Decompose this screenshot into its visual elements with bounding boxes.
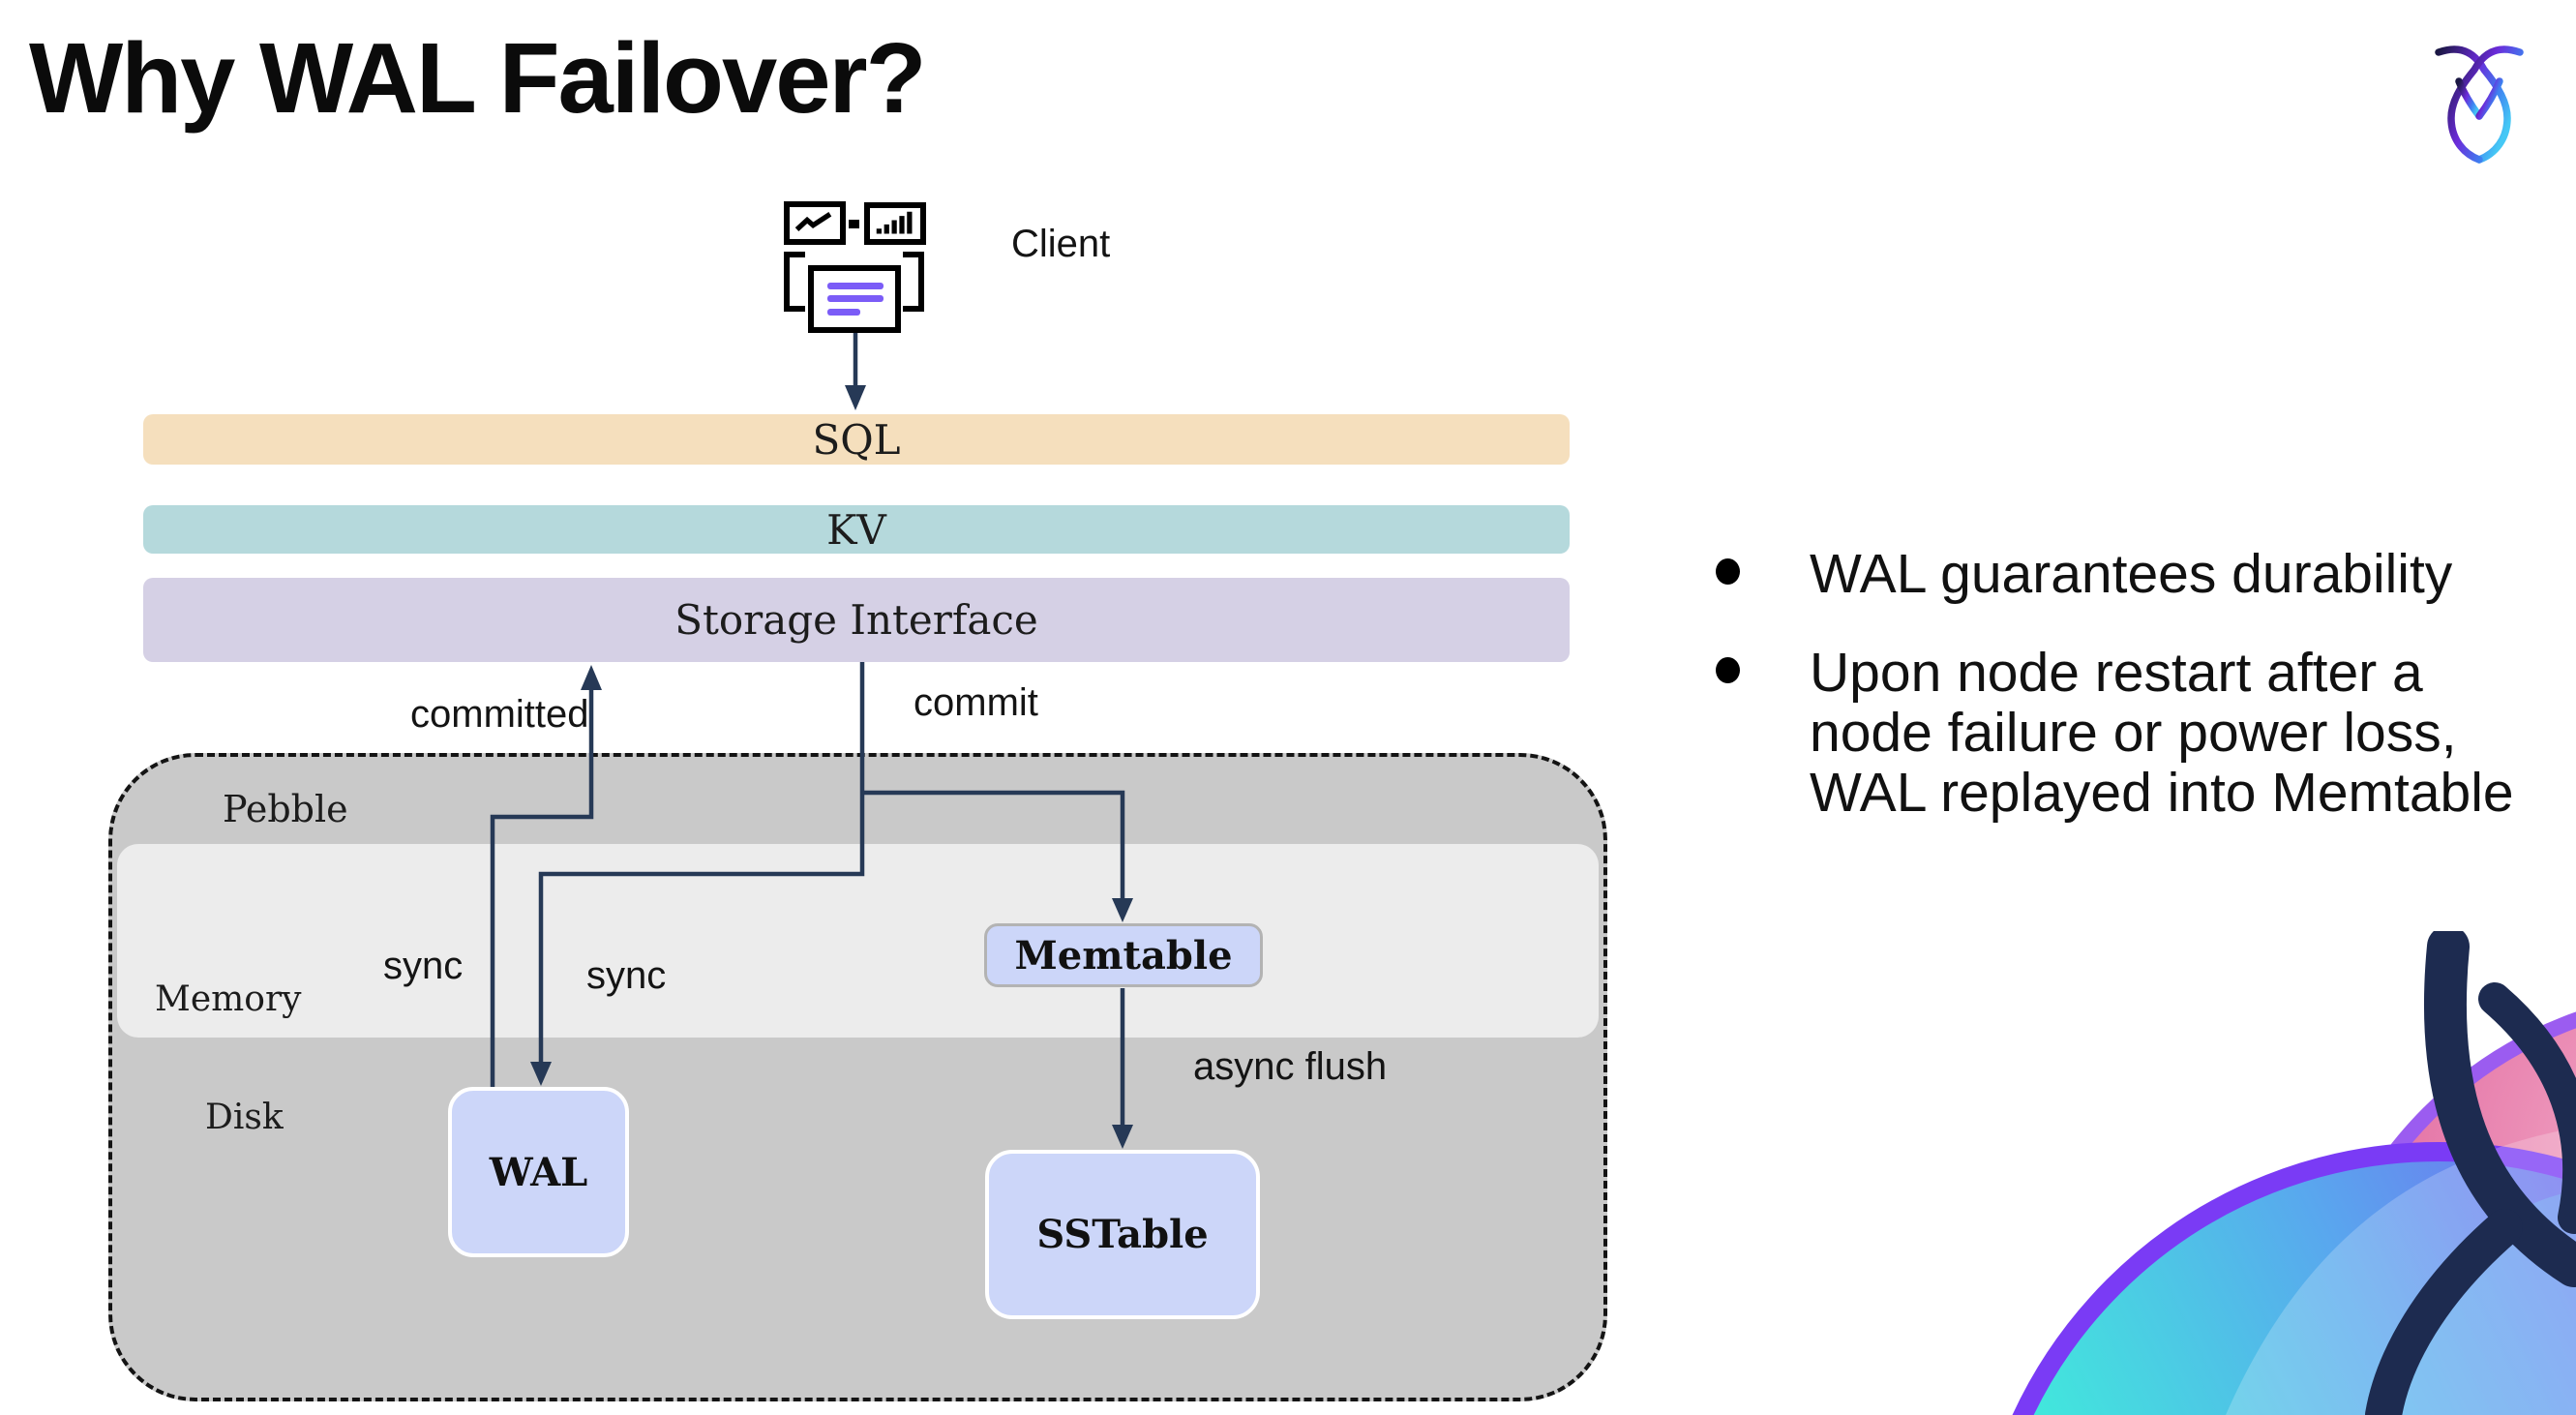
page-title: Why WAL Failover?: [29, 22, 927, 134]
memory-region: [117, 844, 1599, 1038]
commit-edge-label: commit: [914, 681, 1038, 724]
bullet-line: node failure or power loss,: [1810, 702, 2457, 764]
storage-interface-bar: Storage Interface: [143, 578, 1570, 662]
wal-label: WAL: [489, 1149, 588, 1195]
memory-label: Memory: [155, 979, 302, 1019]
disk-label: Disk: [205, 1098, 284, 1137]
storage-interface-label: Storage Interface: [674, 596, 1038, 644]
arrowhead-sql: [845, 385, 866, 410]
sstable-label: SSTable: [1036, 1212, 1209, 1257]
pebble-label: Pebble: [223, 788, 348, 830]
kv-layer-bar: KV: [143, 505, 1570, 554]
bullet-text: WAL guarantees durability: [1810, 543, 2453, 605]
async-flush-edge-label: async flush: [1193, 1045, 1388, 1088]
bullet-line: WAL replayed into Memtable: [1810, 762, 2514, 824]
document-line: [827, 309, 860, 316]
kv-layer-label: KV: [826, 505, 886, 554]
memtable-label: Memtable: [1014, 932, 1233, 978]
document-line: [827, 295, 884, 302]
bar-chart-icon: [864, 202, 926, 245]
memtable-box: Memtable: [984, 923, 1263, 987]
committed-edge-label: committed: [410, 693, 589, 736]
icon-connector-dash: [849, 220, 859, 228]
bullet-text: Upon node restart after a node failure o…: [1810, 643, 2514, 823]
cockroachdb-logo-icon: [2435, 45, 2524, 164]
document-line: [827, 283, 884, 289]
document-icon: [808, 265, 901, 333]
sync-left-edge-label: sync: [383, 945, 464, 987]
sql-layer-bar: SQL: [143, 414, 1570, 465]
arrowhead-committed: [581, 665, 602, 690]
bullet-dot: [1716, 558, 1740, 585]
wal-box: WAL: [448, 1087, 629, 1257]
line-chart-icon: [784, 201, 846, 245]
sync-right-edge-label: sync: [586, 954, 667, 997]
right-bracket-icon: [903, 252, 924, 312]
bullet-dot: [1716, 657, 1740, 683]
client-label: Client: [1011, 223, 1111, 265]
bullet-line: Upon node restart after a: [1810, 642, 2423, 704]
corner-brand-art: [2012, 931, 2576, 1415]
left-bracket-icon: [784, 252, 805, 312]
sstable-box: SSTable: [985, 1150, 1260, 1319]
sql-layer-label: SQL: [812, 415, 901, 464]
